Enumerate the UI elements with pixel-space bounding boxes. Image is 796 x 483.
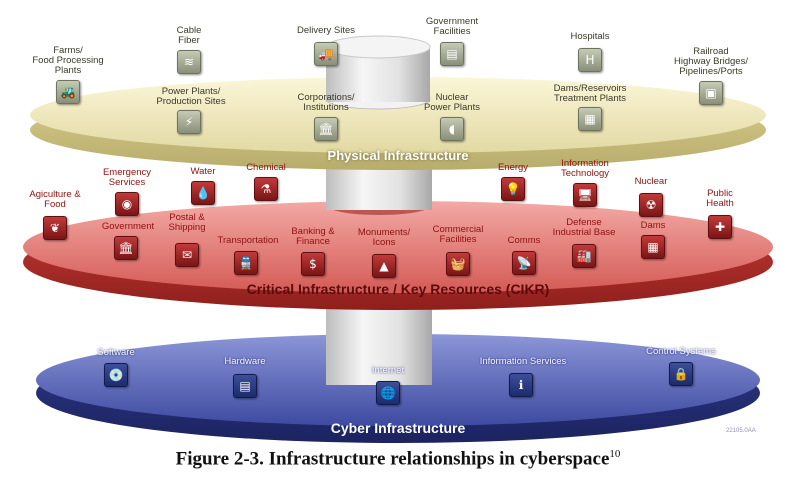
piggy-bank-icon: $	[301, 252, 325, 276]
label-internet: Internet	[371, 365, 405, 376]
label-software: Software	[97, 347, 135, 358]
monument-icon: ▲	[372, 254, 396, 278]
label-farms: Farms/ Food Processing Plants	[32, 45, 104, 76]
label-emergency-services: Emergency Services	[102, 167, 152, 188]
physical-infrastructure-title: Physical Infrastructure	[327, 148, 469, 163]
label-power-plants: Power Plants/ Production Sites	[156, 86, 226, 107]
label-commercial-facilities: Commercial Facilities	[432, 224, 484, 245]
label-comms: Comms	[507, 235, 541, 246]
satellite-dish-icon: 📡	[512, 251, 536, 275]
flask-icon: ⚗	[254, 177, 278, 201]
image-code: 22105.0AA	[726, 428, 756, 434]
truck-icon: 🚚	[314, 42, 338, 66]
info-icon: ℹ	[509, 373, 533, 397]
cooling-tower-icon: ◖	[440, 117, 464, 141]
computer-icon: 🖥	[573, 183, 597, 207]
label-cable-fiber: Cable Fiber	[176, 25, 202, 46]
bank-building-icon: 🏛	[314, 117, 338, 141]
label-banking-finance: Banking & Finance	[291, 226, 335, 247]
hospital-icon: H	[578, 48, 602, 72]
label-transportation: Transportation	[217, 235, 279, 246]
capitol-icon: 🏛	[114, 236, 138, 260]
label-defense-industrial-base: Defense Industrial Base	[552, 217, 616, 238]
water-drop-icon: 💧	[191, 181, 215, 205]
label-delivery-sites: Delivery Sites	[296, 25, 356, 36]
bulb-icon: 💡	[501, 177, 525, 201]
factory-icon: 🏭	[572, 244, 596, 268]
server-icon: ▤	[233, 374, 257, 398]
label-postal-shipping: Postal & Shipping	[168, 212, 206, 233]
cyber-infrastructure-title: Cyber Infrastructure	[330, 420, 466, 436]
lock-icon: 🔒	[669, 362, 693, 386]
label-information-technology: Information Technology	[560, 158, 610, 179]
label-information-services: Information Services	[479, 356, 567, 367]
globe-icon: 🌐	[376, 381, 400, 405]
label-dams-reservoirs: Dams/Reservoirs Treatment Plants	[553, 83, 627, 104]
label-monuments-icons: Monuments/ Icons	[357, 227, 411, 248]
dam-icon: ▦	[578, 107, 602, 131]
label-public-health: Public Health	[706, 188, 734, 209]
disc-icon: 💿	[104, 363, 128, 387]
plant-icon: ❦	[43, 216, 67, 240]
radiation-icon: ☢	[639, 193, 663, 217]
cable-fiber-icon: ≋	[177, 50, 201, 74]
government-building-icon: ▤	[440, 42, 464, 66]
label-corporations: Corporations/ Institutions	[297, 92, 355, 113]
railroad-icon: ▣	[699, 81, 723, 105]
medical-icon: ✚	[708, 215, 732, 239]
pillar-lower	[326, 295, 432, 385]
caption-text: Figure 2-3. Infrastructure relationships…	[175, 448, 610, 470]
basket-icon: 🧺	[446, 252, 470, 276]
label-water: Water	[190, 166, 216, 177]
label-control-systems: Control Systems	[646, 346, 716, 357]
dam-icon: ▦	[641, 235, 665, 259]
train-icon: 🚆	[234, 251, 258, 275]
label-energy: Energy	[497, 162, 529, 173]
label-hospitals: Hospitals	[570, 31, 610, 42]
lightning-icon: ⚡	[177, 110, 201, 134]
label-hardware: Hardware	[224, 356, 266, 367]
siren-icon: ◉	[115, 192, 139, 216]
label-nuclear: Nuclear	[634, 176, 668, 187]
label-government-facilities: Government Facilities	[425, 16, 479, 37]
tractor-icon: 🚜	[56, 80, 80, 104]
label-dams: Dams	[640, 220, 666, 231]
label-nuclear-power-plants: Nuclear Power Plants	[424, 92, 480, 113]
pillar-cap	[325, 35, 431, 59]
label-railroad: Railroad Highway Bridges/ Pipelines/Port…	[674, 46, 748, 77]
cikr-title: Critical Infrastructure / Key Resources …	[246, 281, 550, 297]
label-agriculture-food: Agiculture & Food	[29, 189, 81, 210]
mailbox-icon: ✉	[175, 243, 199, 267]
caption-footnote: 10	[609, 448, 621, 460]
label-government: Government	[101, 221, 155, 232]
figure-caption: Figure 2-3. Infrastructure relationships…	[0, 448, 796, 470]
label-chemical: Chemical	[246, 162, 286, 173]
